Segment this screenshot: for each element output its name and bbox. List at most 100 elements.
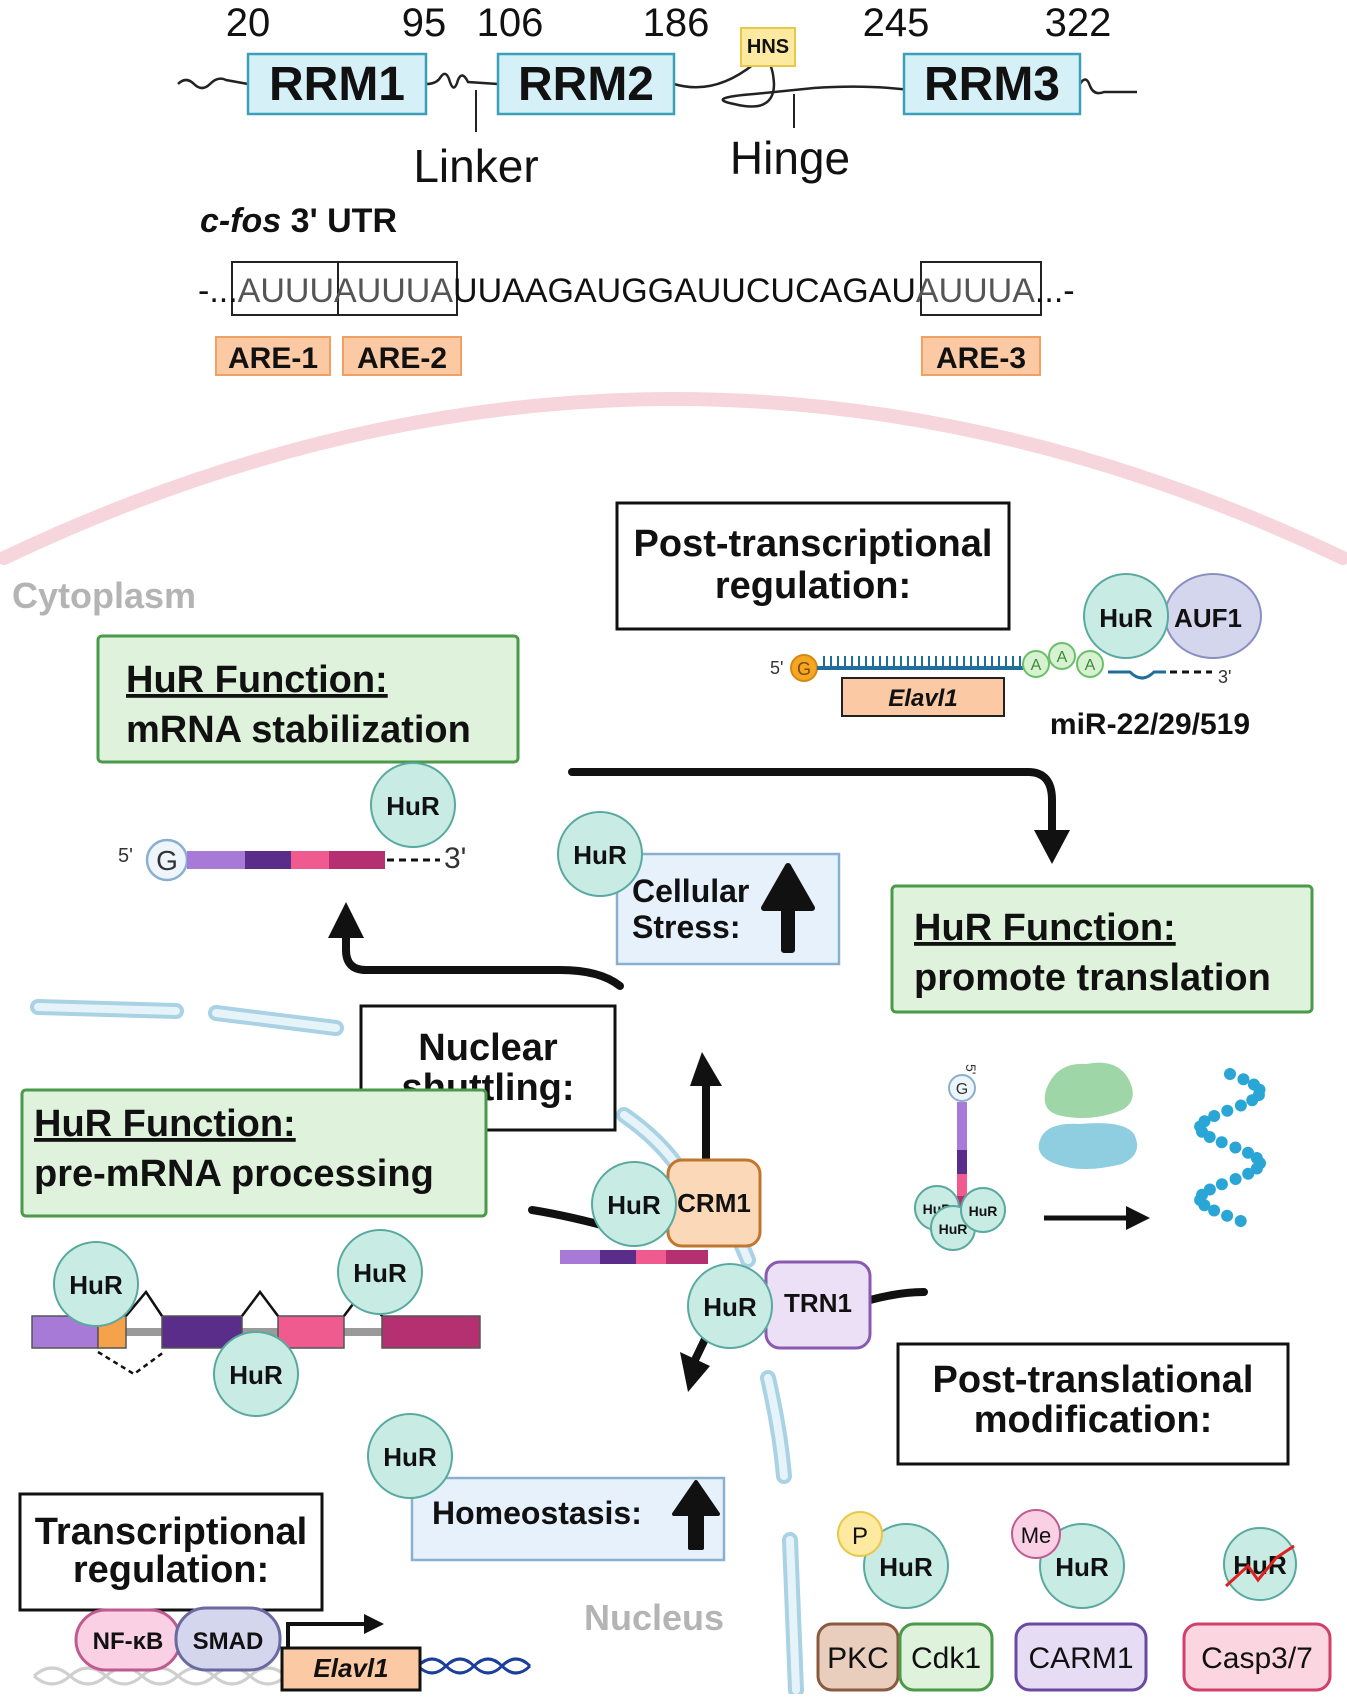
homeostasis-panel: Homeostasis: HuR	[367, 1413, 726, 1562]
peptide-bead	[1234, 1099, 1247, 1112]
polya-a-label: A	[1085, 657, 1096, 674]
hur-label: HuR	[1099, 603, 1153, 633]
rrm3-label: RRM3	[924, 58, 1060, 111]
export-exon	[666, 1250, 708, 1264]
exon-segment	[245, 851, 291, 869]
hur-stress-label: HuR	[573, 840, 627, 870]
splice-junction	[125, 1289, 164, 1317]
rrm1-box	[246, 52, 428, 116]
stabilization-line1: HuR Function:	[126, 659, 388, 701]
export-exon	[636, 1250, 666, 1264]
processing-line2: pre-mRNA processing	[34, 1153, 434, 1195]
arrow-to-stabilization	[342, 934, 624, 990]
hur-phospho	[863, 1523, 949, 1609]
casp-label: Casp3/7	[1201, 1642, 1313, 1675]
transcriptional-box	[18, 1492, 324, 1612]
hur-trn1	[687, 1263, 773, 1349]
nfkb-label: NF-κB	[93, 1628, 164, 1655]
exon-4	[381, 1315, 481, 1349]
arrow-heads	[328, 830, 1070, 1392]
tl-exon	[957, 1102, 967, 1150]
n-terminal-line	[177, 77, 249, 90]
tl-cap	[948, 1074, 976, 1102]
elavl1-gene-box	[841, 677, 1005, 717]
mrna-stabilization-panel: HuR Function: mRNA stabilization 5' G 3'…	[96, 634, 520, 882]
utr-title: c-fos 3' UTR	[200, 202, 397, 240]
tl-exon	[957, 1150, 967, 1174]
export-exon	[560, 1250, 600, 1264]
hur-translation-label: HuR	[969, 1203, 998, 1219]
methyl	[1011, 1509, 1061, 1559]
polya-a-label: A	[1031, 657, 1042, 674]
smad-factor	[174, 1606, 282, 1672]
c-terminal-line	[1078, 78, 1137, 95]
post-transcriptional-box	[615, 501, 1011, 631]
hur-methyl	[1039, 1523, 1125, 1609]
are2-badge	[342, 336, 462, 376]
processing-line1: HuR Function:	[34, 1103, 296, 1145]
peptide-bead	[1221, 1209, 1234, 1222]
mirna-binding	[1108, 670, 1166, 680]
arrowhead-export	[690, 1052, 722, 1086]
ptm-line1: Post-translational	[933, 1359, 1254, 1401]
shuttling-line1: Nuclear	[418, 1027, 558, 1069]
methyl-label: Me	[1021, 1523, 1052, 1548]
tl-cap-label: G	[956, 1081, 968, 1098]
utr-seg3: UUUA	[357, 272, 454, 310]
nucleus-label: Nucleus	[584, 1597, 724, 1638]
utr-seg2: A	[334, 272, 357, 310]
stress-line1: Cellular	[632, 873, 749, 909]
elavl1-gene-text: Elavl1	[313, 1653, 388, 1683]
hur-processing	[337, 1229, 423, 1315]
utr-gene: c-fos	[200, 202, 281, 240]
hur-processing	[53, 1241, 139, 1327]
post-transcriptional-panel: Post-transcriptional regulation: AUF1 Hu…	[615, 501, 1262, 741]
pkc-label: PKC	[827, 1642, 889, 1675]
position-322: 322	[1045, 1, 1112, 45]
hur-phospho-label: HuR	[879, 1552, 933, 1582]
hur-trn1-label: HuR	[703, 1292, 757, 1322]
peptide-bead	[1237, 1073, 1250, 1086]
position-186: 186	[643, 1, 710, 45]
auf1-label: AUF1	[1174, 603, 1242, 633]
utr-prefix: -...	[198, 272, 238, 310]
promote-translation-panel: HuR Function: promote translation 5' G H…	[890, 884, 1314, 1251]
cellular-stress-panel: Cellular Stress: HuR	[557, 811, 841, 966]
rrm2-label: RRM2	[518, 58, 654, 111]
pkc-kinase	[816, 1622, 900, 1692]
cfos-utr: c-fos 3' UTR -... AUUUA UUUAUUAAGAUGGAUUCU…	[198, 202, 1075, 376]
position-20: 20	[226, 1, 271, 45]
utr-suffix: ...-	[1035, 272, 1075, 310]
utr-middle: UUAAGAUGGAUUCUCAGAU	[453, 272, 916, 310]
cytoplasm-label: Cytoplasm	[12, 575, 196, 616]
utr-title-rest: 3' UTR	[281, 202, 397, 240]
elavl1-gene	[280, 1646, 422, 1692]
post-transcriptional-line2: regulation:	[715, 565, 911, 607]
hinge-label: Hinge	[730, 132, 850, 184]
cdk1-kinase	[898, 1622, 994, 1692]
crm1-label: CRM1	[677, 1188, 751, 1218]
peptide-bead	[1208, 1110, 1221, 1122]
ribosome-large	[1044, 1062, 1133, 1118]
utr-seg4: AUUUA	[916, 272, 1035, 310]
peptide-bead	[1250, 1162, 1263, 1175]
peptide-bead	[1203, 1131, 1216, 1143]
trn1-label: TRN1	[784, 1288, 852, 1318]
post-transcriptional-line1: Post-transcriptional	[634, 523, 993, 565]
carm1-enzyme	[1014, 1622, 1148, 1692]
stabilization-box	[96, 634, 520, 764]
are3-frame	[920, 261, 1042, 316]
domain-structure: RRM1 RRM2 RRM3 HNS 20 95 106 186 245 322…	[177, 1, 1137, 192]
exon-segment	[329, 851, 385, 869]
homeostasis-label: Homeostasis:	[432, 1495, 642, 1531]
position-106: 106	[477, 1, 544, 45]
stab-three-prime: 3'	[444, 842, 466, 875]
translation-line2: promote translation	[914, 957, 1271, 999]
trn1-track-right	[866, 1288, 928, 1304]
polya-a	[1076, 650, 1104, 678]
peptide-bead	[1221, 1104, 1234, 1117]
hur-translation-label: HuR	[939, 1221, 968, 1237]
translation-box	[890, 884, 1314, 1014]
tss-arrowhead	[364, 1614, 384, 1634]
